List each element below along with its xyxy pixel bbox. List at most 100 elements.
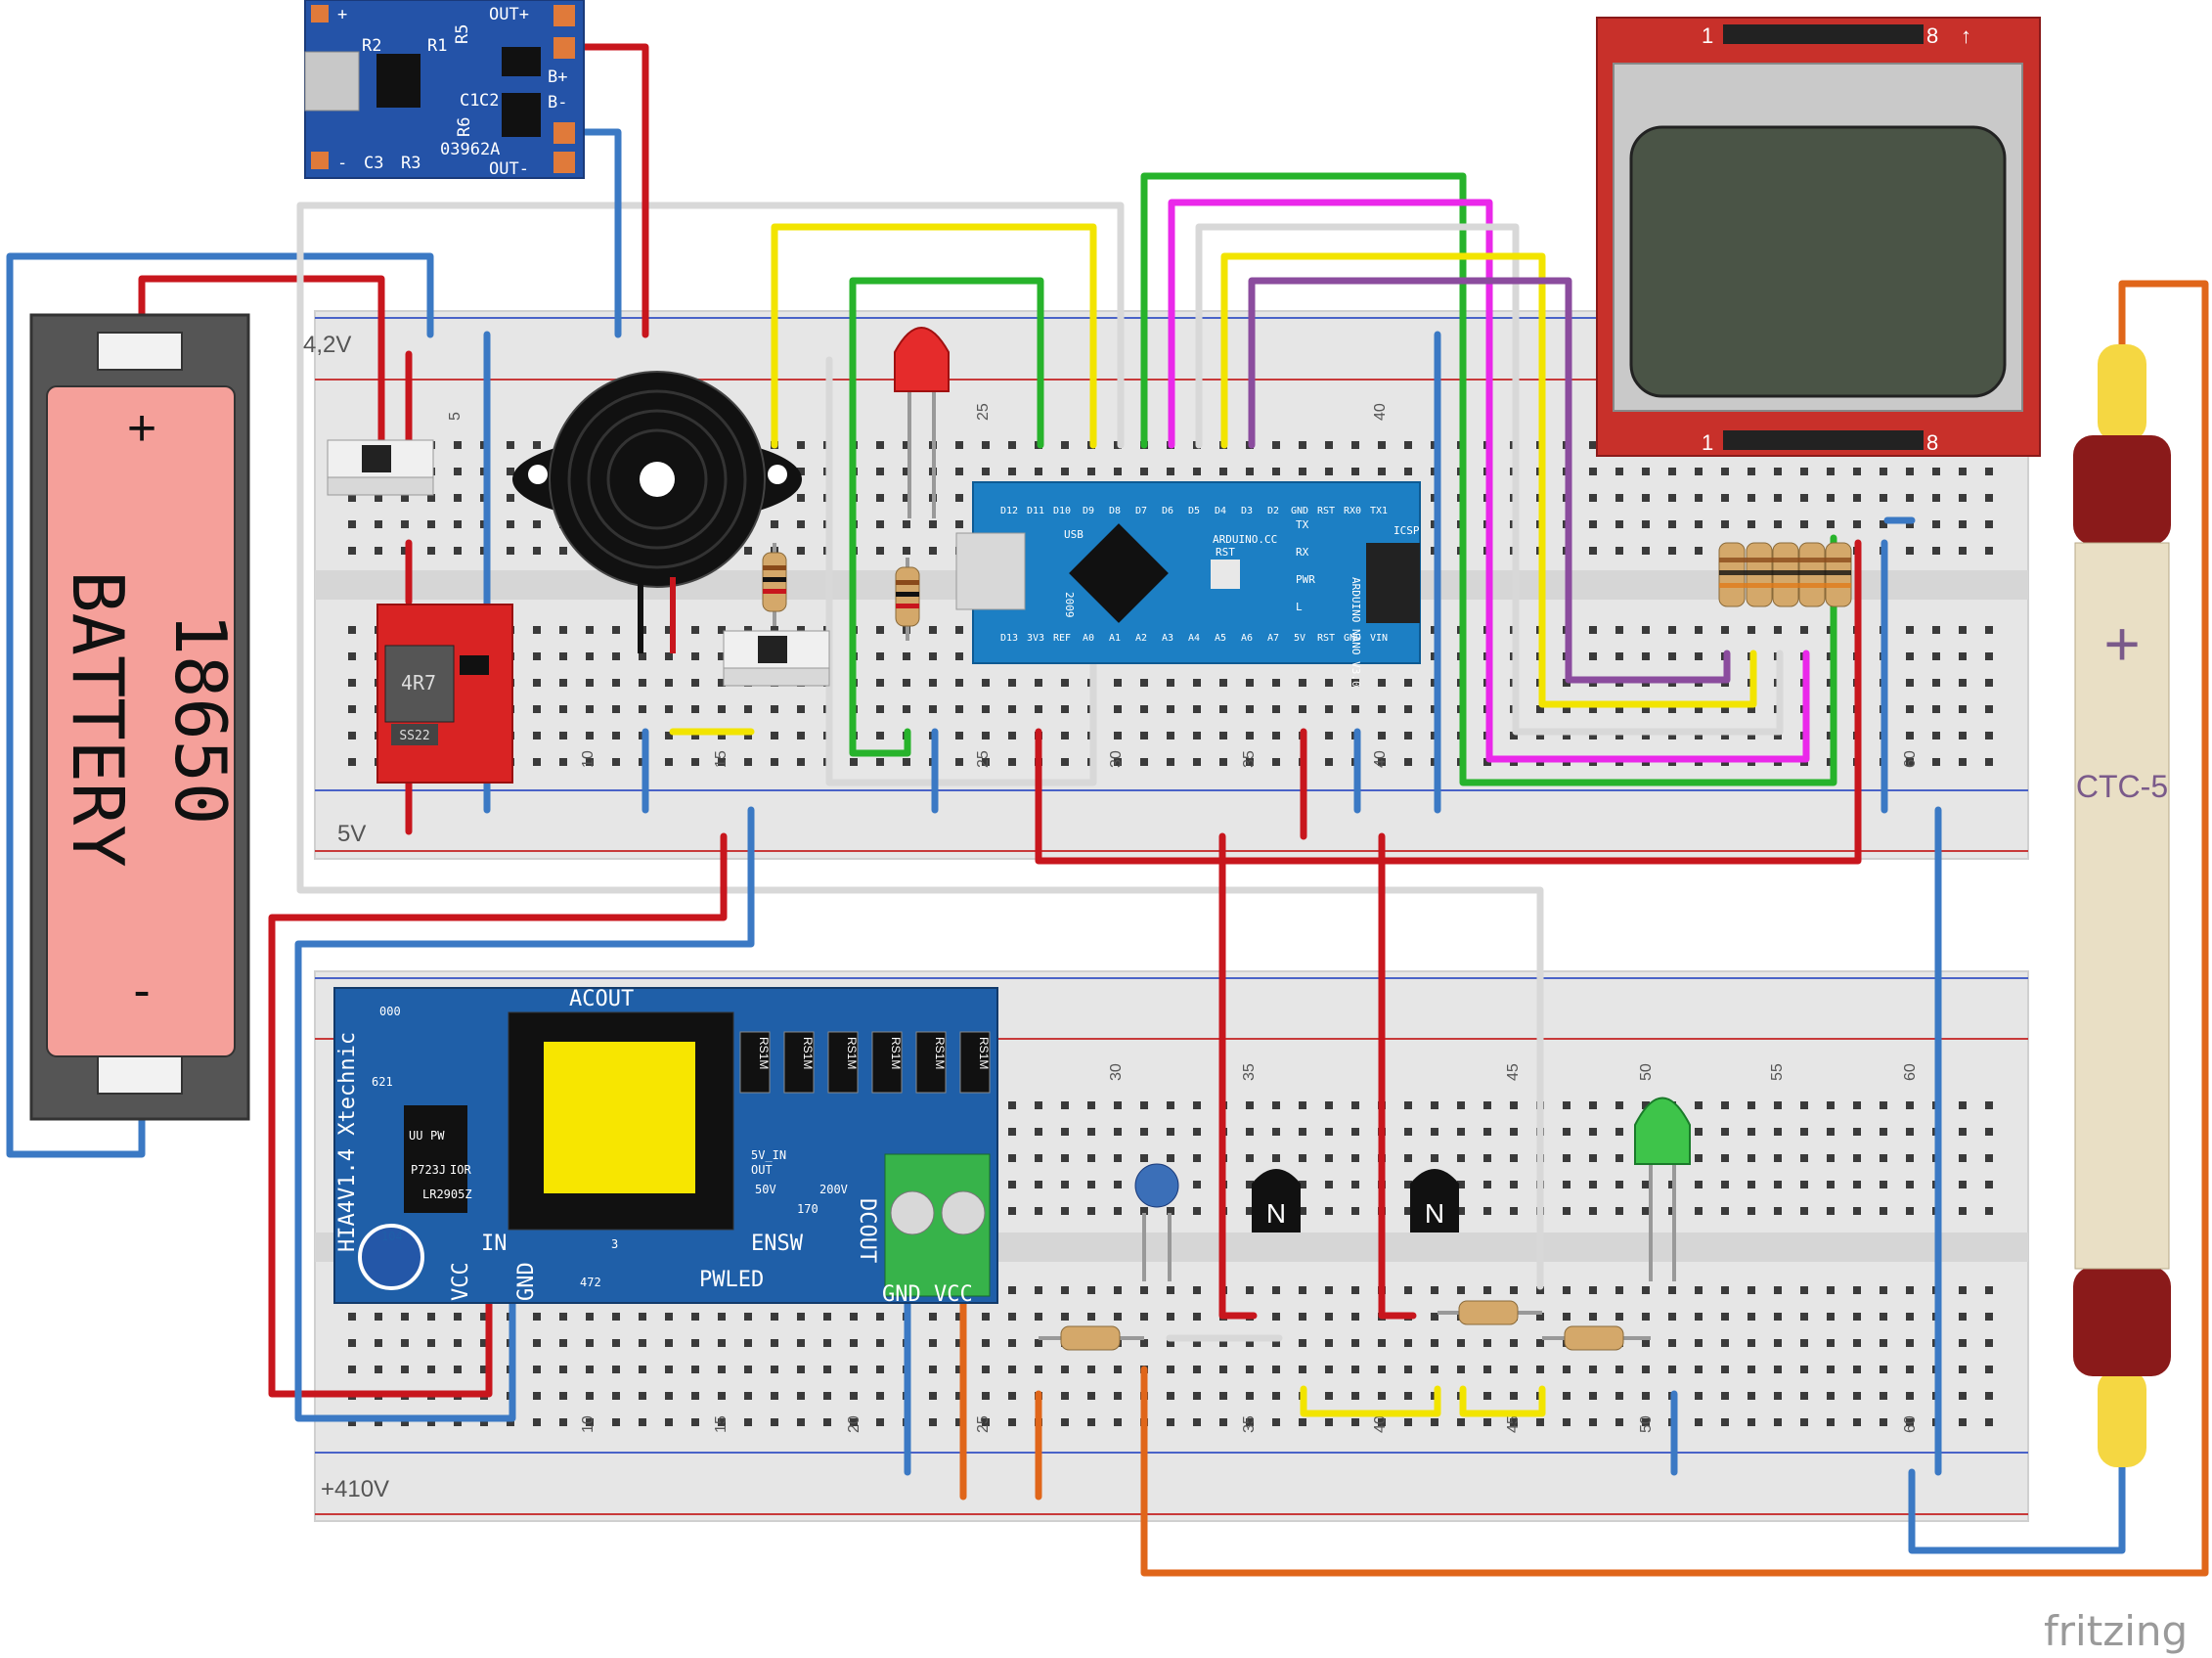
wire-yellow [1300,1385,1441,1417]
breadboard-hole [1959,520,1967,528]
breadboard-hole [1642,468,1650,475]
hv-resistor-code: RS1M [757,1037,771,1069]
breadboard-hole [1008,679,1016,687]
breadboard-hole [797,1392,805,1400]
breadboard-hole [1985,679,1993,687]
breadboard-hole [744,1313,752,1321]
breadboard-hole [1959,732,1967,739]
breadboard-hole [586,1366,594,1373]
breadboard-hole [1167,1339,1174,1347]
breadboard-hole [718,732,726,739]
breadboard-hole [903,468,910,475]
transistor-2: N [1410,1169,1459,1232]
breadboard-hole [1563,1418,1571,1426]
breadboard-hole [612,732,620,739]
breadboard-hole [1615,1181,1623,1188]
breadboard-hole [586,626,594,634]
breadboard-hole [1008,1101,1016,1109]
breadboard-hole [1642,1339,1650,1347]
breadboard-hole [1642,1207,1650,1215]
breadboard-hole [1193,1418,1201,1426]
breadboard-hole [876,1339,884,1347]
rail-label-4v2: 4,2V [303,332,351,358]
nano-pin-label: A6 [1241,633,1253,644]
breadboard-hole [1774,626,1782,634]
breadboard-hole [533,1339,541,1347]
breadboard-hole [559,547,567,555]
breadboard-hole [1299,679,1306,687]
breadboard-hole [1404,1366,1412,1373]
wire-orange [1140,280,2209,1577]
breadboard-hole [1008,758,1016,766]
breadboard-hole [1087,1392,1095,1400]
breadboard-hole [1800,1181,1808,1188]
breadboard-hole [1167,1392,1174,1400]
breadboard-hole [1536,705,1544,713]
col-number: 45 [1505,1415,1522,1433]
breadboard-hole [1747,1339,1755,1347]
nano-pin-label: D10 [1053,506,1071,516]
breadboard-hole [1140,705,1148,713]
breadboard-hole [1404,1392,1412,1400]
col-number: 30 [1108,1063,1125,1081]
breadboard-hole [1563,1128,1571,1136]
breadboard-hole [1219,1366,1227,1373]
breadboard-hole [1774,732,1782,739]
slide-switch-left[interactable] [327,439,434,496]
breadboard-hole [665,732,673,739]
breadboard-hole [1721,1313,1729,1321]
breadboard-hole [1510,1418,1518,1426]
breadboard-hole [612,1418,620,1426]
breadboard-hole [1272,1392,1280,1400]
breadboard-hole [454,468,462,475]
slide-switch-middle[interactable] [723,630,830,687]
breadboard-hole [691,679,699,687]
breadboard-hole [1721,1207,1729,1215]
breadboard-hole [718,758,726,766]
hv-170: 170 [797,1202,818,1216]
breadboard-hole [1061,679,1069,687]
breadboard-hole [903,547,910,555]
breadboard-hole [876,1313,884,1321]
breadboard-hole [955,1339,963,1347]
breadboard-hole [903,679,910,687]
breadboard-hole [1695,1418,1703,1426]
charger-minus: - [337,154,347,173]
breadboard-hole [691,1366,699,1373]
breadboard-hole [427,1418,435,1426]
breadboard-hole [1193,1286,1201,1294]
breadboard-hole [559,1392,567,1400]
breadboard-hole [1246,732,1254,739]
breadboard-hole [1035,679,1042,687]
breadboard-hole [1985,1101,1993,1109]
breadboard-hole [1563,1366,1571,1373]
breadboard-hole [1959,1286,1967,1294]
nano-pin-label: A0 [1083,633,1094,644]
breadboard-hole [1193,758,1201,766]
breadboard-hole [1404,705,1412,713]
breadboard-hole [1378,468,1386,475]
breadboard-hole [1906,1418,1914,1426]
breadboard-hole [1959,1418,1967,1426]
breadboard-hole [1800,494,1808,502]
breadboard-hole [1959,547,1967,555]
wire-green [849,277,1044,757]
nano-pin-label: D7 [1135,506,1147,516]
breadboard-hole [1906,626,1914,634]
breadboard-hole [1351,679,1359,687]
breadboard-hole [955,758,963,766]
breadboard-hole [612,1313,620,1321]
breadboard-hole [1061,1366,1069,1373]
breadboard-hole [771,1418,778,1426]
breadboard-hole [1193,1154,1201,1162]
breadboard-hole [1061,1128,1069,1136]
breadboard-hole [454,1339,462,1347]
col-number: 40 [1372,1415,1389,1433]
breadboard-hole [1272,679,1280,687]
breadboard-hole [1246,468,1254,475]
breadboard-hole [823,1418,831,1426]
breadboard-hole [1985,1366,1993,1373]
breadboard-hole [1325,732,1333,739]
breadboard-hole [1299,1207,1306,1215]
breadboard-hole [850,758,858,766]
